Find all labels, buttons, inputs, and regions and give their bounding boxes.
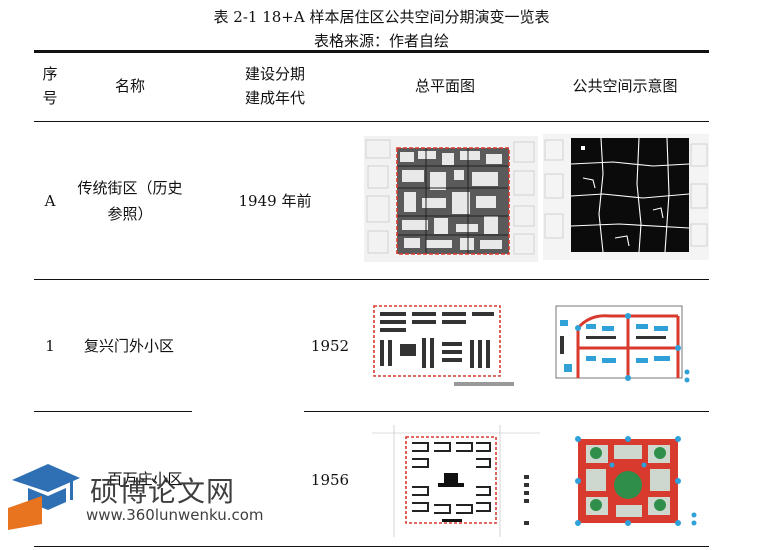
header-public-space: 公共空间示意图: [572, 77, 678, 95]
row-1-name: 复兴门外小区: [83, 337, 174, 355]
header-name: 名称: [114, 77, 145, 95]
table-top-rule: [34, 50, 709, 53]
header-rule: [34, 121, 709, 122]
row-1-year: 1952: [310, 337, 350, 355]
table-bottom-rule: [34, 546, 709, 547]
row-a-plan-image: [364, 136, 538, 262]
header-period: 建设分期 建成年代: [244, 65, 305, 107]
row-1-rule-left: [34, 411, 192, 412]
row-2-plan-image: [372, 425, 540, 537]
row-a-public-space-image: [543, 134, 709, 260]
table-title: 表 2-1 18+A 样本居住区公共空间分期演变一览表: [213, 8, 550, 26]
header-plan: 总平面图: [414, 77, 475, 95]
watermark-url: www.360lunwenku.com: [86, 506, 264, 524]
row-2-name: 百万庄小区: [107, 470, 183, 488]
header-no: 序号: [42, 65, 58, 107]
row-a-rule: [34, 279, 709, 280]
row-a-no: A: [44, 192, 56, 210]
row-2-public-space-image: [550, 425, 710, 540]
row-1-plan-image: [370, 300, 520, 398]
row-2-year: 1956: [310, 471, 350, 489]
row-a-name: 传统街区（历史 参照）: [77, 179, 183, 223]
watermark-brand: 硕博论文网: [90, 475, 236, 508]
row-1-no: 1: [45, 337, 55, 355]
row-1-public-space-image: [550, 300, 705, 400]
graduation-cap-icon: [8, 464, 80, 530]
row-1-rule-right: [304, 411, 709, 412]
table-source: 表格来源：作者自绘: [313, 32, 449, 50]
row-a-year: 1949 年前: [238, 192, 312, 210]
